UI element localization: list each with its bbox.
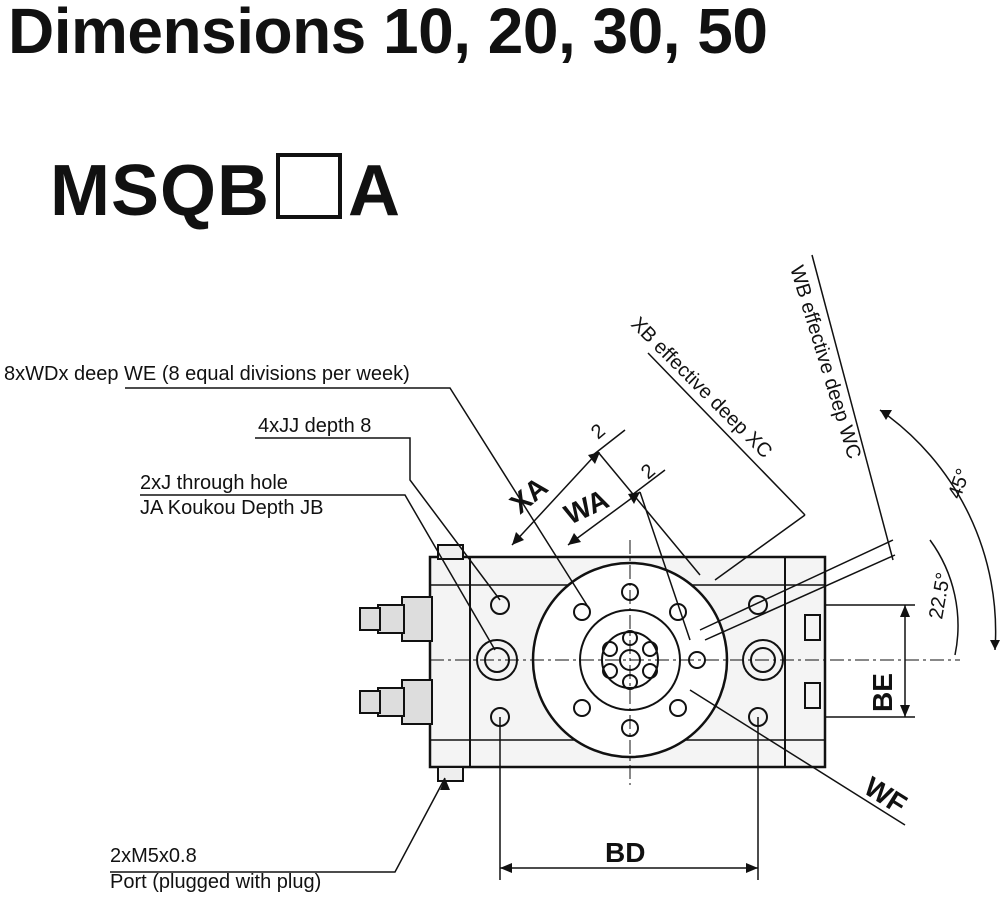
callout-wd-holes: 8xWDx deep WE (8 equal divisions per wee… (4, 363, 410, 385)
dim-be: BE (867, 673, 898, 712)
callout-xb: XB effective deep XC (626, 313, 776, 463)
leader-jj (255, 437, 501, 601)
dim-xa: XA (504, 471, 554, 520)
model-placeholder-box (276, 153, 342, 219)
callout-jj-holes: 4xJJ depth 8 (258, 415, 371, 437)
dim-angle-45: 45° (944, 466, 975, 502)
callout-j-line2: JA Koukou Depth JB (140, 497, 323, 519)
callout-port-line2: Port (plugged with plug) (110, 871, 321, 893)
dim-wa: WA (559, 483, 613, 530)
dim-angle-22: 22.5° (925, 571, 955, 621)
model-suffix: A (348, 151, 401, 231)
leader-j (140, 494, 496, 651)
dim-two-b: 2 (637, 460, 660, 484)
model-prefix: MSQB (50, 151, 270, 231)
dim-bd: BD (605, 837, 645, 868)
callout-wb: WB effective deep WC (785, 263, 865, 461)
leader-wd (125, 387, 591, 611)
dim-wf: WF (859, 771, 912, 820)
callout-port-line1: 2xM5x0.8 (110, 845, 197, 867)
callout-j-line1: 2xJ through hole (140, 472, 288, 494)
cap-bottom (437, 766, 464, 782)
port-fitting-lower (359, 679, 433, 725)
leader-port (110, 777, 446, 873)
jj-hole (490, 595, 510, 615)
port-fitting-upper (359, 596, 433, 642)
dim-two-a: 2 (587, 420, 610, 444)
model-code: MSQB A (50, 150, 401, 232)
page-title: Dimensions 10, 20, 30, 50 (8, 0, 768, 67)
